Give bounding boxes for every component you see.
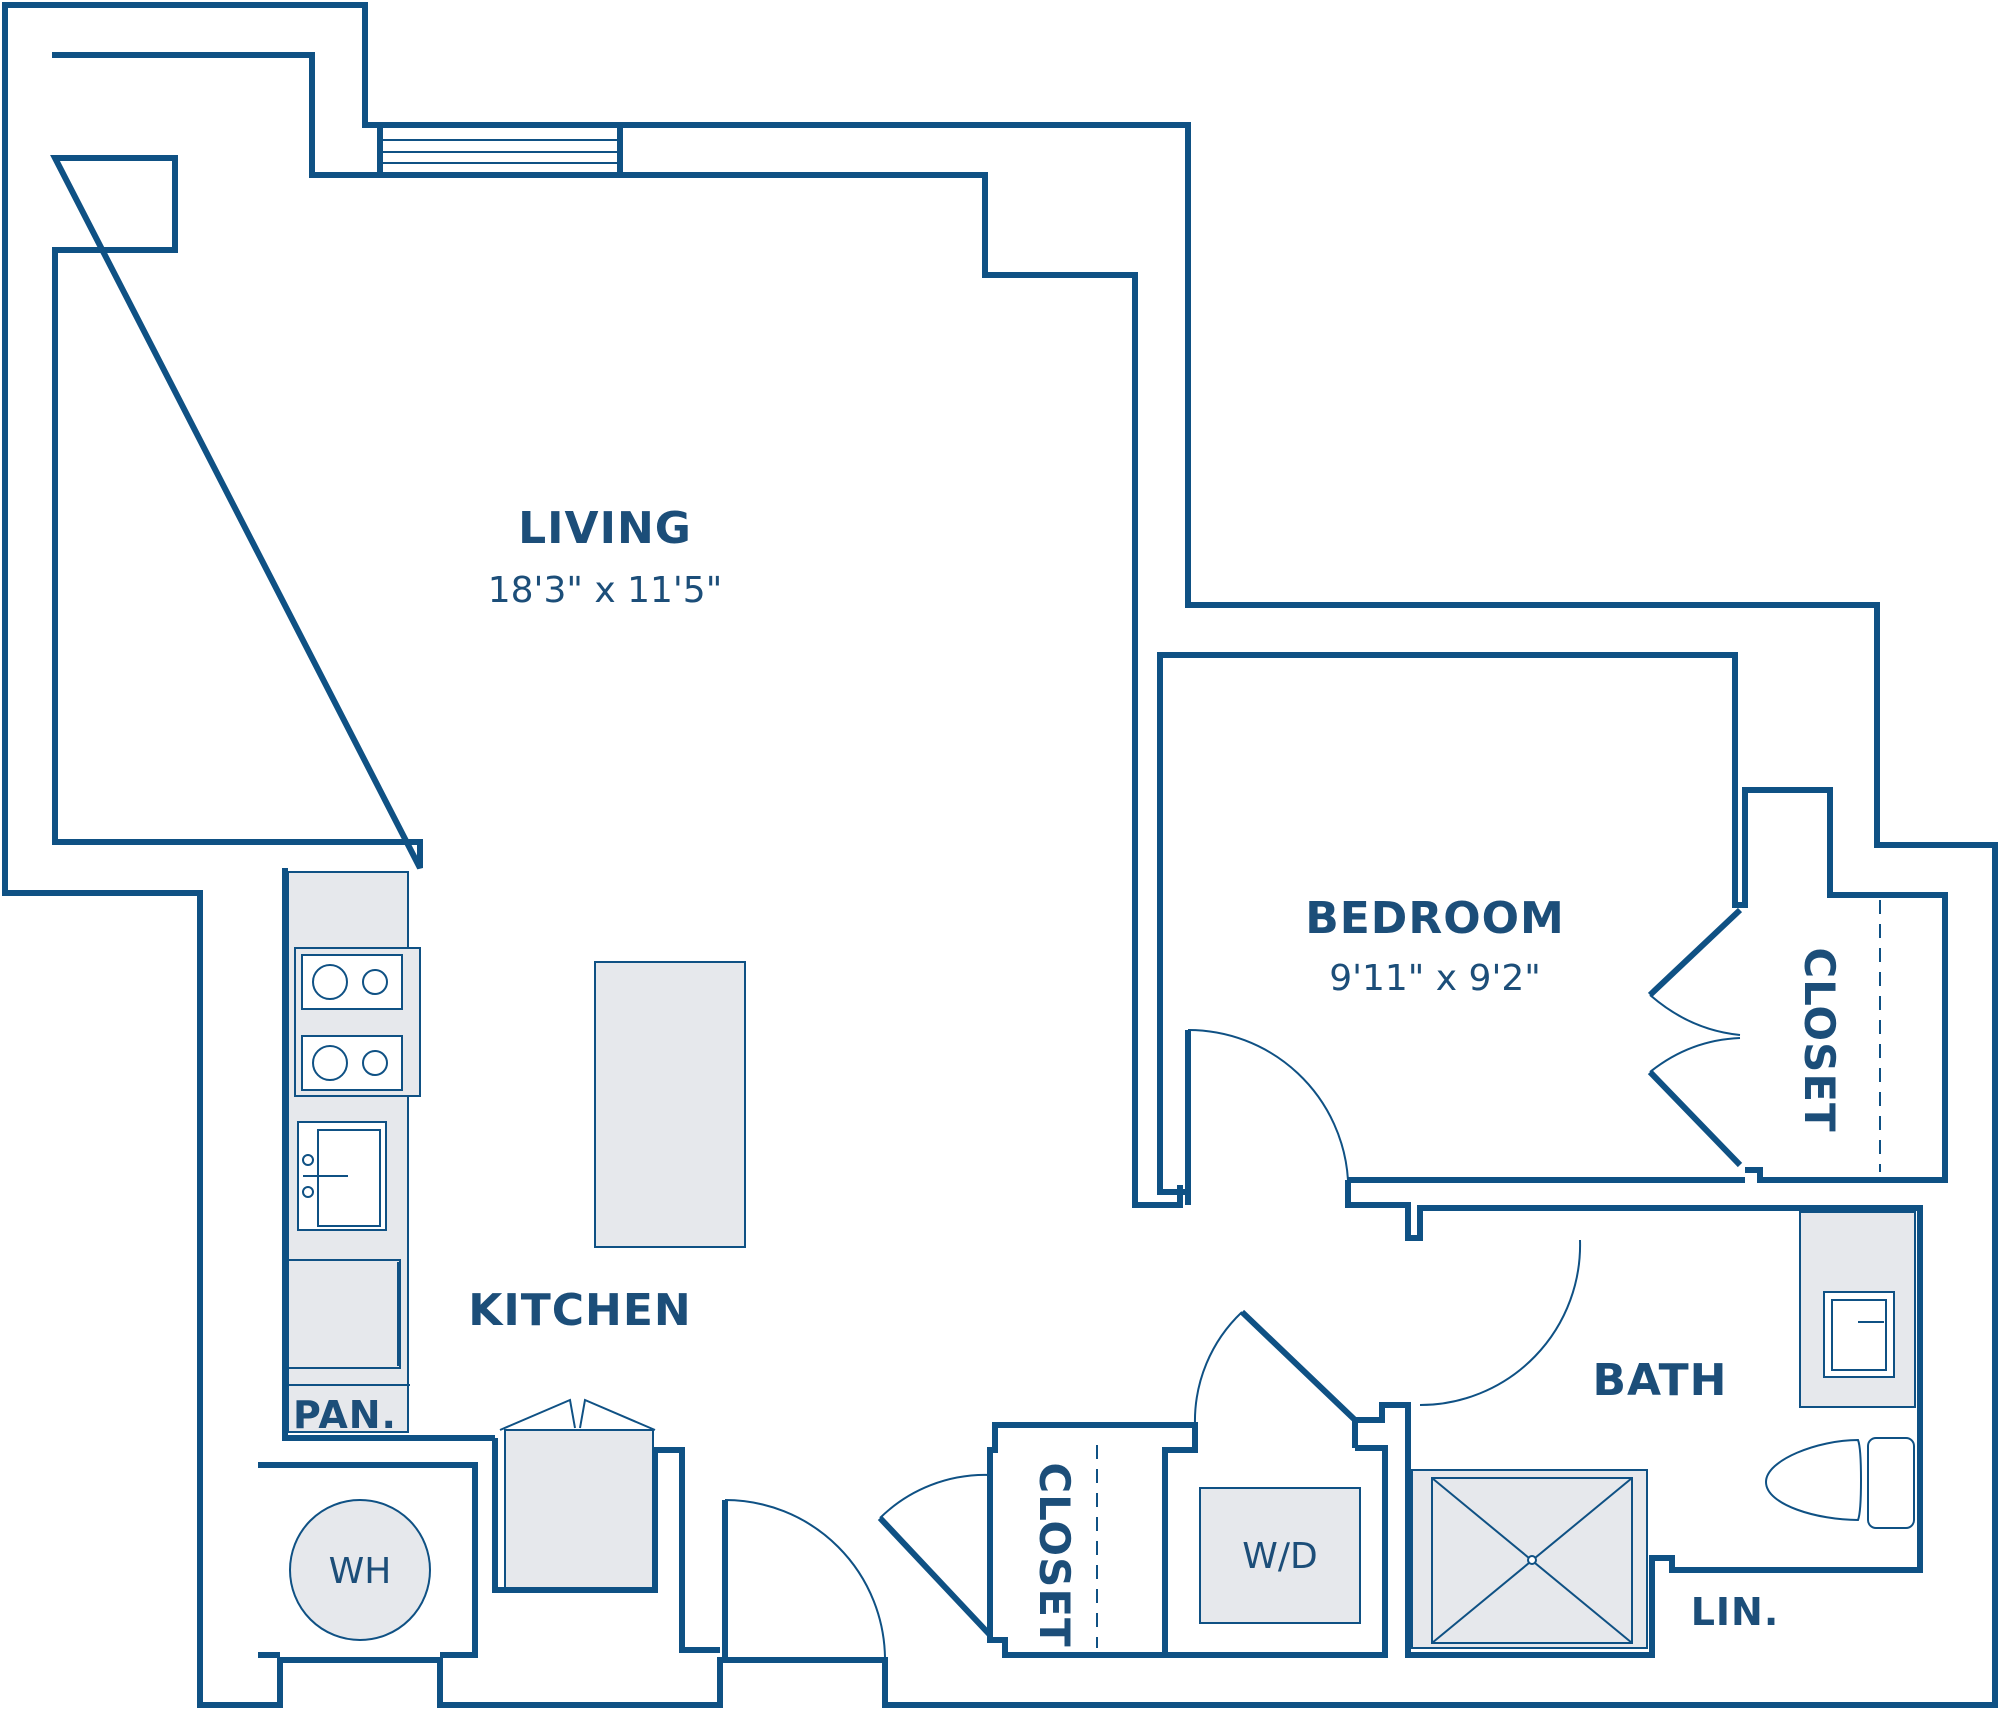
pantry-label: PAN. xyxy=(293,1393,397,1437)
bath-label: BATH xyxy=(1592,1355,1727,1406)
window xyxy=(380,139,620,164)
hall-closet-label: CLOSET xyxy=(1030,1462,1079,1647)
laundry-door-swing xyxy=(1193,1311,1243,1426)
linen-label: LIN. xyxy=(1691,1590,1780,1634)
closet-rods xyxy=(1096,900,1881,1648)
hall-closet-door-swing xyxy=(879,1473,991,1519)
water-heater xyxy=(289,1499,431,1641)
living-label: LIVING xyxy=(518,503,692,554)
pantry-door-left xyxy=(499,1398,576,1431)
dishwasher xyxy=(287,1259,401,1369)
living-dimensions: 18'3" x 11'5" xyxy=(488,570,723,611)
closet-bifold-lower xyxy=(1649,1037,1741,1073)
bedroom-dimensions: 9'11" x 9'2" xyxy=(1329,958,1541,999)
washer-dryer-label: W/D xyxy=(1242,1536,1317,1577)
kitchen-walls xyxy=(258,868,1388,1660)
toilet xyxy=(1764,1438,1862,1522)
kitchen-island xyxy=(594,961,746,1248)
bedroom-door-swing xyxy=(1187,1028,1349,1181)
doors xyxy=(499,994,1741,1661)
laundry-door xyxy=(1239,1309,1358,1423)
washer-dryer xyxy=(1199,1487,1361,1624)
pantry-door-right xyxy=(579,1398,656,1431)
refrigerator xyxy=(504,1429,654,1589)
labels: LIVING 18'3" x 11'5" BEDROOM 9'11" x 9'2… xyxy=(293,503,1844,1648)
entry-door-swing xyxy=(724,1499,886,1661)
closet-bifold-upper xyxy=(1649,994,1741,1036)
window-frame xyxy=(377,122,623,178)
hall-closet-door xyxy=(877,1515,993,1638)
living-inner-wall xyxy=(50,52,1183,1208)
kitchen-label: KITCHEN xyxy=(468,1285,691,1336)
bath-door-swing xyxy=(1419,1239,1582,1406)
water-heater-label: WH xyxy=(329,1551,392,1592)
fixtures xyxy=(287,871,1916,1649)
bedroom-label: BEDROOM xyxy=(1305,893,1565,944)
bedroom-closet-label: CLOSET xyxy=(1795,947,1844,1132)
